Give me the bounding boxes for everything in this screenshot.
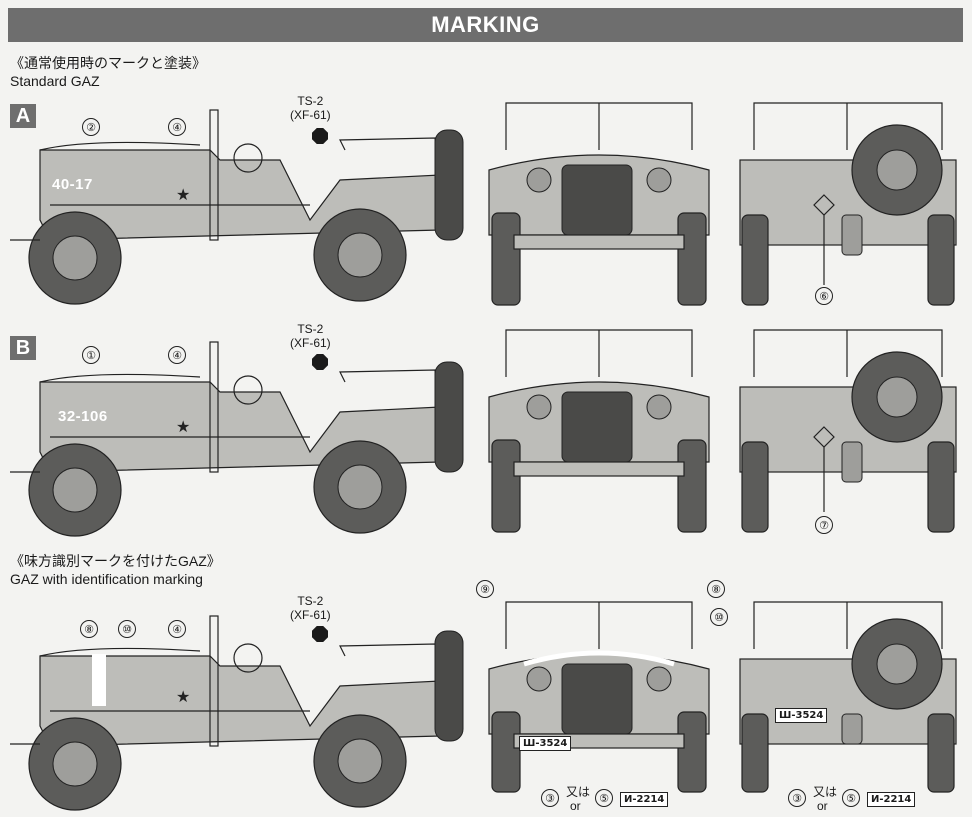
alt-plate-rear: И-2214 bbox=[867, 792, 916, 807]
jeep-front-view-c bbox=[488, 601, 710, 793]
paint-code-b-sub: (XF-61) bbox=[290, 336, 331, 350]
paint-code-c-sub: (XF-61) bbox=[290, 608, 331, 622]
paint-swatch-a bbox=[312, 128, 328, 144]
callout-10-c: ⑩ bbox=[118, 620, 136, 638]
jeep-side-view-c: ★ bbox=[10, 615, 464, 811]
page-title: MARKING bbox=[431, 12, 540, 37]
callout-4-a: ④ bbox=[168, 118, 186, 136]
or-en-front: or bbox=[570, 799, 581, 813]
callout-8-c: ⑧ bbox=[80, 620, 98, 638]
callout-6: ⑥ bbox=[815, 287, 833, 305]
callout-3-front: ③ bbox=[541, 789, 559, 807]
callout-3-rear: ③ bbox=[788, 789, 806, 807]
star-icon: ★ bbox=[176, 419, 190, 436]
paint-code-a-sub: (XF-61) bbox=[290, 108, 331, 122]
paint-code-a: TS-2 (XF-61) bbox=[290, 94, 331, 122]
callout-4-b: ④ bbox=[168, 346, 186, 364]
callout-1-b: ① bbox=[82, 346, 100, 364]
or-jp-front: 又は bbox=[566, 785, 591, 799]
callout-8-front: ⑧ bbox=[707, 580, 725, 598]
section-standard-jp: 《通常使用時のマークと塗装》 bbox=[10, 55, 206, 71]
or-en-rear: or bbox=[817, 799, 828, 813]
jeep-front-view-a bbox=[488, 102, 710, 306]
callout-5-front: ⑤ bbox=[595, 789, 613, 807]
callout-10-front: ⑩ bbox=[710, 608, 728, 626]
rear-plate: Ш-3524 bbox=[775, 708, 828, 723]
paint-swatch-c bbox=[312, 626, 328, 642]
star-icon: ★ bbox=[176, 689, 190, 706]
alt-plate-front: И-2214 bbox=[620, 792, 669, 807]
side-number-a: 40-17 bbox=[52, 176, 93, 193]
paint-code-b-name: TS-2 bbox=[297, 322, 324, 336]
jeep-rear-view-c bbox=[739, 601, 957, 793]
jeep-side-view-b: ★ bbox=[10, 341, 464, 537]
variant-a-label: A bbox=[10, 104, 36, 128]
jeep-front-view-b bbox=[488, 329, 710, 533]
jeep-rear-view-b bbox=[739, 329, 957, 533]
section-standard-en: Standard GAZ bbox=[10, 73, 100, 89]
paint-code-b: TS-2 (XF-61) bbox=[290, 322, 331, 350]
jeep-rear-view-a bbox=[739, 102, 957, 306]
paint-swatch-b bbox=[312, 354, 328, 370]
callout-4-c: ④ bbox=[168, 620, 186, 638]
star-icon: ★ bbox=[176, 187, 190, 204]
jeep-side-view-a: ★ bbox=[10, 109, 464, 305]
paint-code-a-name: TS-2 bbox=[297, 94, 324, 108]
side-number-b: 32-106 bbox=[58, 408, 108, 425]
paint-code-c: TS-2 (XF-61) bbox=[290, 594, 331, 622]
section-ident-en: GAZ with identification marking bbox=[10, 571, 203, 587]
front-plate: Ш-3524 bbox=[519, 736, 572, 751]
section-ident-jp: 《味方識別マークを付けたGAZ》 bbox=[10, 553, 221, 569]
callout-5-rear: ⑤ bbox=[842, 789, 860, 807]
callout-2-a: ② bbox=[82, 118, 100, 136]
paint-code-c-name: TS-2 bbox=[297, 594, 324, 608]
header-bar: MARKING bbox=[8, 8, 963, 42]
or-jp-rear: 又は bbox=[813, 785, 838, 799]
callout-9: ⑨ bbox=[476, 580, 494, 598]
callout-7: ⑦ bbox=[815, 516, 833, 534]
variant-b-label: B bbox=[10, 336, 36, 360]
